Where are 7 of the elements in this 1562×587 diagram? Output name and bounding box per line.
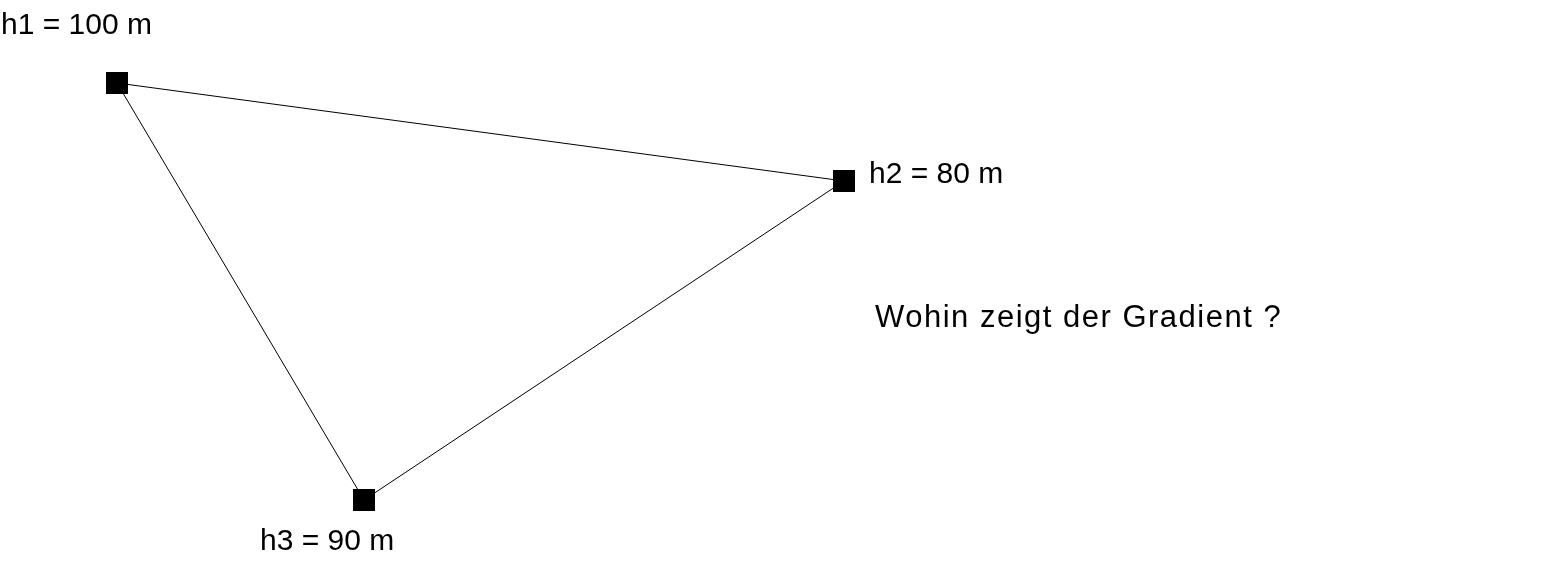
question-text: Wohin zeigt der Gradient ? xyxy=(875,298,1283,336)
connecting-line xyxy=(374,187,834,494)
elevation-label: h1 = 100 m xyxy=(1,6,152,42)
connecting-line xyxy=(127,84,834,180)
elevation-label: h2 = 80 m xyxy=(869,155,1004,191)
connecting-line xyxy=(123,93,358,490)
elevation-label: h3 = 90 m xyxy=(260,522,395,558)
